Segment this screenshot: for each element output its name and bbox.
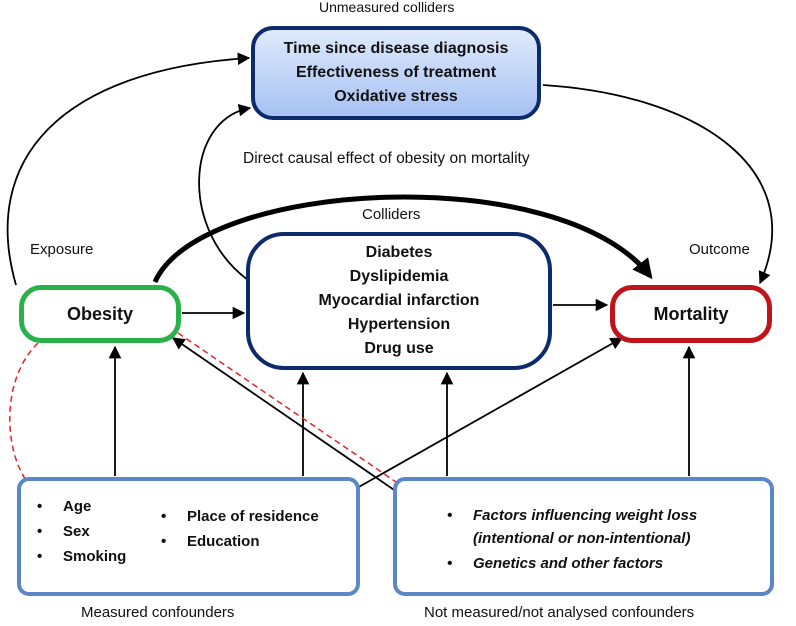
obesity-node: Obesity — [19, 285, 181, 343]
measured-item: •Education — [161, 533, 260, 550]
unmeasured-item: Oxidative stress — [334, 88, 458, 105]
measured-confounders-label: Measured confounders — [81, 604, 235, 621]
obesity-label: Obesity — [66, 304, 134, 324]
bullet-icon: • — [447, 555, 453, 572]
collider-item: Drug use — [364, 340, 434, 357]
bullet-icon: • — [447, 507, 453, 524]
not-measured-item-continued: (intentional or non-intentional) — [473, 530, 691, 547]
unmeasured-colliders-label: Unmeasured colliders — [319, 0, 455, 15]
collider-item: Diabetes — [365, 244, 433, 261]
dashed-obesity-notmeasured — [177, 332, 397, 483]
arrow-direct-effect — [152, 194, 653, 284]
measured-confounders-box: •Age •Sex •Smoking •Place of residence •… — [17, 477, 360, 596]
dashed-obesity-measured — [9, 342, 39, 481]
unmeasured-colliders-box: Time since disease diagnosis Effectivene… — [251, 26, 541, 120]
arrow-notmeasured-to-obesity — [171, 337, 401, 495]
measured-item: •Sex — [37, 523, 90, 540]
unmeasured-item: Time since disease diagnosis — [283, 40, 509, 57]
collider-item: Myocardial infarction — [318, 292, 480, 309]
bullet-icon: • — [37, 523, 43, 540]
colliders-box: Diabetes Dyslipidemia Myocardial infarct… — [246, 232, 552, 370]
measured-item: •Age — [37, 498, 92, 515]
direct-effect-label: Direct causal effect of obesity on morta… — [243, 150, 530, 167]
arrow-colliders-to-unmeasured — [198, 103, 252, 281]
measured-item: •Smoking — [37, 548, 127, 565]
arrow-measured-to-mortality — [349, 337, 624, 493]
arrow-obesity-to-unmeasured — [6, 52, 251, 286]
measured-item: •Place of residence — [161, 508, 319, 525]
exposure-label: Exposure — [30, 241, 94, 258]
not-measured-item: •Genetics and other factors — [447, 555, 664, 572]
bullet-icon: • — [37, 548, 43, 565]
mortality-label: Mortality — [653, 304, 729, 324]
arrow-unmeasured-to-mortality — [542, 84, 773, 285]
unmeasured-item: Effectiveness of treatment — [295, 64, 497, 81]
not-measured-confounders-label: Not measured/not analysed confounders — [424, 604, 695, 621]
colliders-label: Colliders — [362, 206, 421, 223]
not-measured-confounders-box: •Factors influencing weight loss (intent… — [393, 477, 774, 596]
bullet-icon: • — [161, 533, 167, 550]
mortality-node: Mortality — [610, 285, 772, 343]
collider-item: Hypertension — [347, 316, 451, 333]
not-measured-item: •Factors influencing weight loss — [447, 507, 698, 524]
outcome-label: Outcome — [689, 241, 750, 258]
collider-item: Dyslipidemia — [349, 268, 449, 285]
bullet-icon: • — [37, 498, 43, 515]
bullet-icon: • — [161, 508, 167, 525]
